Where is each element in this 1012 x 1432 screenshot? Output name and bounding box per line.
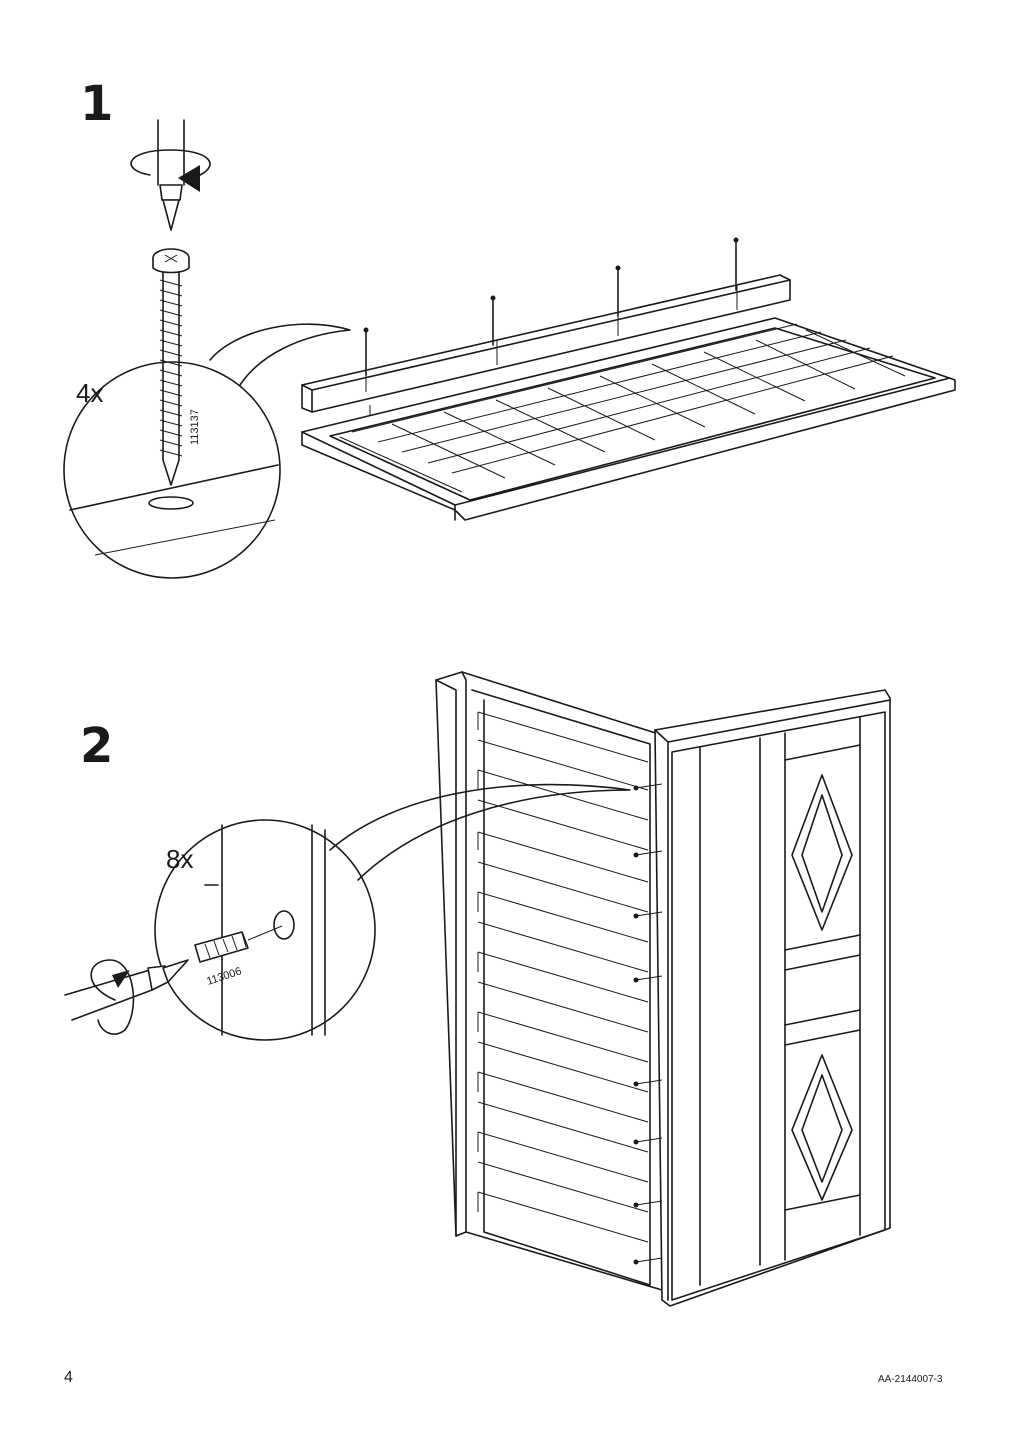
rotate-arrow-icon [130, 149, 211, 192]
dowel-icon [194, 925, 283, 963]
rotate-arrow-icon [90, 959, 135, 1035]
step-1-detail-circle [63, 361, 281, 579]
step-1-illustration: 113137 [63, 119, 956, 579]
top-rail [301, 274, 791, 413]
screw-icon [152, 248, 190, 486]
page-number: 4 [64, 1369, 73, 1386]
side-panel [435, 671, 663, 1291]
front-panel [654, 689, 891, 1307]
step-1-part-id: 113137 [189, 409, 201, 445]
step-1-quantity: 4x [76, 378, 104, 408]
screwdriver-icon [64, 959, 189, 1021]
screwdriver-icon [157, 119, 185, 231]
step-2-quantity: 8x [166, 844, 194, 874]
step-2-part-id: 113006 [205, 965, 243, 988]
step-2-number: 2 [80, 718, 114, 774]
document-id: AA-2144007-3 [878, 1374, 943, 1385]
step-2-detail-circle [154, 819, 376, 1041]
panel-screws [633, 783, 663, 1265]
step-1-number: 1 [80, 76, 114, 132]
slatted-panel [301, 317, 956, 521]
step-1-detail-callout [209, 323, 351, 386]
rail-screws [363, 237, 739, 425]
step-2-detail-callout [329, 783, 631, 881]
